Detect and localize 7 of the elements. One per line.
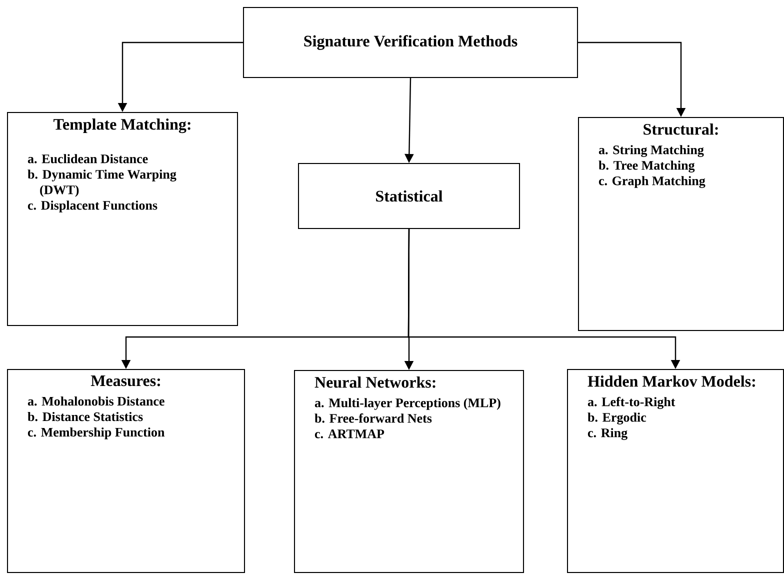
category-box: Structural: a. String Matching b. Tree Matching c. Graph Matching xyxy=(578,117,784,331)
category-box: Template Matching: a. Euclidean Distance b. Dynamic Time Warping (DWT) c. Displacent Functions xyxy=(7,112,238,326)
title-box: Statistical xyxy=(298,163,520,229)
title-box: Signature Verification Methods xyxy=(243,7,578,78)
category-box: Hidden Markov Models: a. Left-to-Right b. Ergodic c. Ring xyxy=(567,369,784,573)
category-box: Measures: a. Mohalonobis Distance b. Distance Statistics c. Membership Function xyxy=(7,369,245,573)
category-box: Neural Networks: a. Multi-layer Perceptions (MLP) b. Free-forward Nets c. ARTMAP xyxy=(294,370,524,573)
